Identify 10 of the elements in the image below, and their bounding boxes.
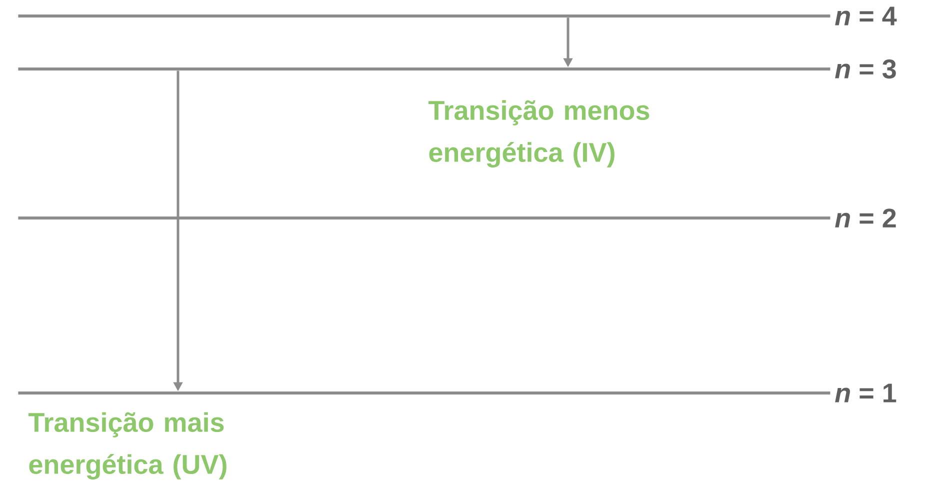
energy-level: n = 2 [18, 208, 896, 228]
node-label: n = 4 [835, 6, 897, 26]
energy-level: n = 1 [18, 384, 896, 402]
energy-level: n = 3 [18, 59, 896, 79]
edge-label: Transição menos energética (IV) [428, 100, 650, 168]
energy-level: n = 4 [18, 6, 897, 26]
node-label: n = 1 [835, 384, 896, 402]
node-label: n = 3 [835, 59, 896, 79]
edge-label: Transição mais energética (UV) [28, 412, 226, 480]
node-label: n = 2 [835, 208, 896, 228]
